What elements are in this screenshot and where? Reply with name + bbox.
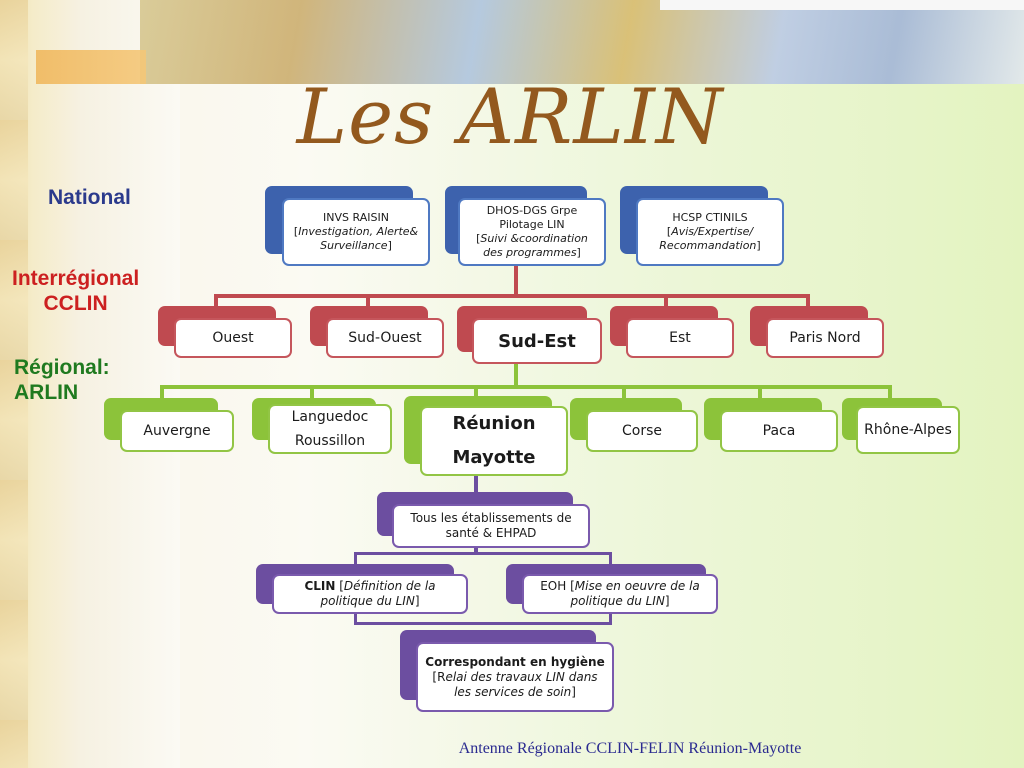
local-box-etablissements: Tous les établissements de santé & EHPAD <box>392 504 590 548</box>
banner-top-edge <box>660 0 1024 10</box>
invs-head: INVS RAISIN <box>323 211 389 224</box>
dhos-detail-close: ] <box>576 246 581 259</box>
hcsp-detail-open: [ <box>666 225 672 238</box>
hcsp-detail-italic: Avis/Expertise/ Recommandation <box>659 225 757 252</box>
connector-clin <box>354 552 357 566</box>
connector-paca <box>758 385 762 399</box>
eoh-head: EOH <box>540 579 567 593</box>
interregional-box-sud-est: Sud-Est <box>472 318 602 364</box>
top-decorative-banner <box>140 0 1024 84</box>
invs-detail-open: [ <box>293 225 299 238</box>
slide-title: Les ARLIN <box>296 72 724 161</box>
regional-box-auvergne: Auvergne <box>120 410 234 452</box>
connector-local-bus <box>354 552 612 555</box>
dhos-detail: [Suivi &coordination des programmes] <box>465 232 599 260</box>
local-box-correspondant: Correspondant en hygiène [Relai des trav… <box>416 642 614 712</box>
national-box-invs: INVS RAISIN [Investigation, Alerte& Surv… <box>282 198 430 266</box>
hcsp-detail: [Avis/Expertise/ Recommandation] <box>643 225 777 253</box>
interregional-box-ouest: Ouest <box>174 318 292 358</box>
interregional-box-paris-nord: Paris Nord <box>766 318 884 358</box>
level-label-national: National <box>48 186 131 209</box>
connector-rhone-alpes <box>888 385 892 399</box>
connector-languedoc <box>310 385 314 399</box>
connector-correspondant-bus <box>354 622 612 625</box>
connector-interregional-bus <box>214 294 810 298</box>
eoh-detail-close: ] <box>664 594 670 608</box>
eoh-detail-open: [ <box>570 579 575 593</box>
dhos-detail-italic: Suivi &coordination des programmes <box>480 232 588 259</box>
connector-paris-nord <box>806 294 810 308</box>
level-label-regional-line1: Régional: <box>14 356 110 379</box>
invs-detail-italic: Investigation, Alerte& Surveillance <box>298 225 419 252</box>
clin-head: CLIN <box>304 579 336 593</box>
regional-box-languedoc: Languedoc Roussillon <box>268 404 392 454</box>
level-label-interregional: Interrégional CCLIN <box>12 266 139 316</box>
regional-box-reunion-mayotte: Réunion Mayotte <box>420 406 568 476</box>
level-label-interregional-line2: CCLIN <box>43 292 108 315</box>
level-label-interregional-line1: Interrégional <box>12 267 140 290</box>
eoh-text: EOH [Mise en oeuvre de la politique du L… <box>529 579 711 609</box>
interregional-box-sud-ouest: Sud-Ouest <box>326 318 444 358</box>
connector-correspondant-left <box>354 605 357 625</box>
connector-national-trunk <box>514 266 518 296</box>
connector-correspondant-right <box>609 605 612 625</box>
level-label-regional-line2: ARLIN <box>14 381 79 404</box>
local-box-clin: CLIN [Définition de la politique du LIN] <box>272 574 468 614</box>
connector-reunion <box>474 385 478 399</box>
correspondant-detail-open: [R <box>432 669 446 684</box>
national-box-dhos: DHOS-DGS Grpe Pilotage LIN [Suivi &coord… <box>458 198 606 266</box>
clin-text: CLIN [Définition de la politique du LIN] <box>279 579 461 609</box>
correspondant-text: Correspondant en hygiène [Relai des trav… <box>423 655 607 700</box>
correspondant-detail-italic: elai des travaux LIN dans les services d… <box>445 669 598 699</box>
connector-ouest <box>214 294 218 308</box>
connector-eoh <box>609 552 612 566</box>
local-box-eoh: EOH [Mise en oeuvre de la politique du L… <box>522 574 718 614</box>
invs-detail-close: ] <box>387 239 392 252</box>
connector-est <box>664 294 668 308</box>
connector-reunion-trunk <box>474 474 478 494</box>
regional-box-corse: Corse <box>586 410 698 452</box>
national-box-hcsp: HCSP CTINILS [Avis/Expertise/ Recommanda… <box>636 198 784 266</box>
left-decorative-strip <box>0 0 180 768</box>
clin-detail-italic: Définition de la politique du LIN <box>320 579 436 608</box>
connector-corse <box>622 385 626 399</box>
connector-auvergne <box>160 385 164 399</box>
regional-box-rhone-alpes: Rhône-Alpes <box>856 406 960 454</box>
interregional-box-est: Est <box>626 318 734 358</box>
connector-sud-est-trunk <box>514 355 518 387</box>
clin-detail-close: ] <box>414 594 420 608</box>
eoh-detail-italic: Mise en oeuvre de la politique du LIN <box>570 579 700 608</box>
hcsp-detail-close: ] <box>756 239 761 252</box>
hcsp-head: HCSP CTINILS <box>672 211 748 224</box>
connector-regional-bus <box>160 385 892 389</box>
correspondant-head: Correspondant en hygiène <box>425 654 605 669</box>
connector-sud-ouest <box>366 294 370 308</box>
level-label-regional: Régional: ARLIN <box>14 355 110 405</box>
banner-accent <box>36 50 146 84</box>
regional-box-paca: Paca <box>720 410 838 452</box>
correspondant-detail-close: ] <box>571 684 576 699</box>
dhos-head: DHOS-DGS Grpe Pilotage LIN <box>486 204 578 231</box>
invs-detail: [Investigation, Alerte& Surveillance] <box>289 225 423 253</box>
slide-footer: Antenne Régionale CCLIN-FELIN Réunion-Ma… <box>458 740 802 757</box>
dhos-detail-open: [ <box>476 232 481 245</box>
clin-detail-open: [ <box>339 579 344 593</box>
